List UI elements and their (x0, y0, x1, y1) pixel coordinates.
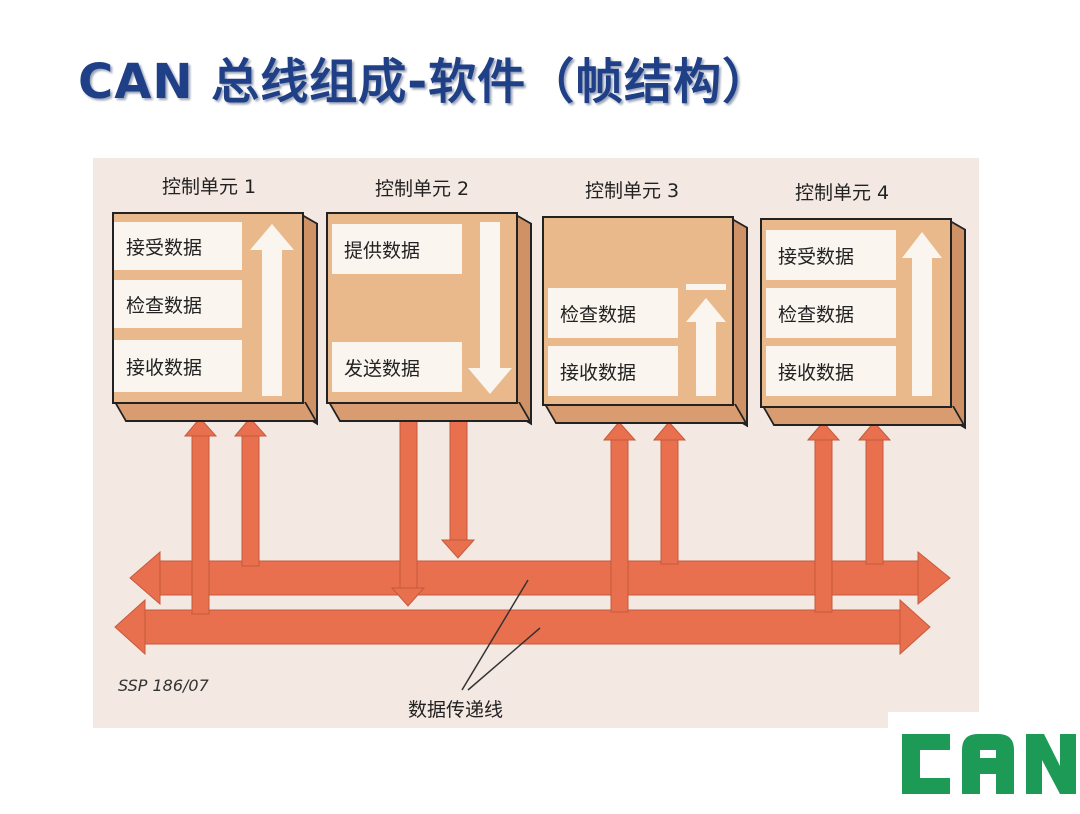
bus-line-lower (114, 598, 931, 656)
connection-arrows (183, 415, 892, 615)
unit4-accept-data: 接收数据 (766, 346, 896, 396)
unit-label-2: 控制单元 2 (375, 178, 470, 200)
unit4-receive-data: 接受数据 (766, 230, 896, 280)
unit-label-4: 控制单元 4 (795, 182, 890, 204)
can-logo-graphic (902, 734, 1076, 794)
unit2-provide-data: 提供数据 (332, 224, 462, 274)
unit1-accept-data: 接收数据 (114, 340, 242, 392)
arrow-up-icon (686, 284, 726, 396)
unit3-check-data: 检查数据 (548, 288, 678, 338)
arrow-down-icon (468, 222, 512, 394)
unit1-receive-data: 接受数据 (114, 222, 242, 270)
arrow-up-icon (250, 224, 294, 396)
bus-callout-lines (461, 579, 541, 691)
unit3-accept-data: 接收数据 (548, 346, 678, 396)
can-logo (888, 712, 1080, 810)
figure-code: SSP 186/07 (118, 676, 209, 695)
unit4-check-data: 检查数据 (766, 288, 896, 338)
unit1-check-data: 检查数据 (114, 280, 242, 328)
unit-label-3: 控制单元 3 (585, 180, 680, 202)
unit2-send-data: 发送数据 (332, 342, 462, 392)
bus-label: 数据传递线 (408, 699, 504, 721)
page-title: CAN 总线组成-软件（帧结构） (78, 54, 772, 110)
unit-label-1: 控制单元 1 (162, 176, 257, 198)
bus-line-upper (129, 550, 951, 606)
arrow-up-icon (902, 232, 942, 396)
